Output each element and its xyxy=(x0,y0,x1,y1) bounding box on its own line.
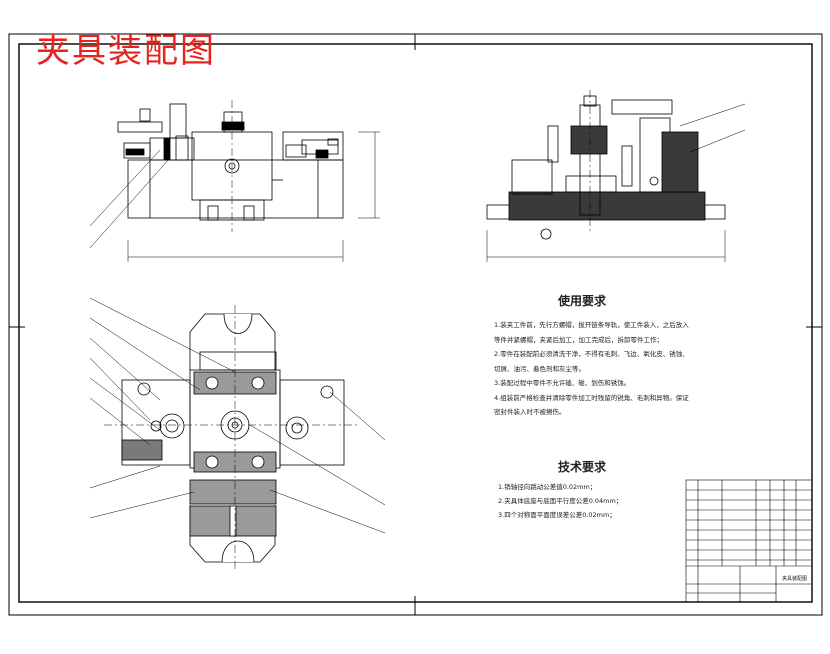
usage-item: 2.零件在装配前必须清洗干净，不得有毛刺、飞边、氧化皮、锈蚀、切屑、油污、着色剂… xyxy=(494,350,689,373)
parts-list xyxy=(685,479,813,603)
top-view xyxy=(89,297,386,570)
usage-heading: 使用要求 xyxy=(558,294,607,308)
drawing-title: 夹具装配图 xyxy=(36,31,216,71)
tech-list: 1.销轴径向跳动公差值0.02mm； 2.夹具体底座与底面平行度公差0.04mm… xyxy=(498,480,698,522)
usage-item: 4.组装前严格检查并清除零件加工时残留的锐角、毛刺和异物。保证密封件装入时不被擦… xyxy=(494,393,689,417)
section-view xyxy=(486,90,746,262)
tech-heading: 技术要求 xyxy=(558,460,607,474)
tech-item: 1.销轴径向跳动公差值0.02mm； xyxy=(498,483,597,491)
tech-item: 2.夹具体底座与底面平行度公差0.04mm； xyxy=(498,497,623,505)
centering-marks xyxy=(9,34,822,615)
title-block-name: 夹具装配图 xyxy=(782,576,808,582)
front-view xyxy=(89,100,380,262)
usage-item: 1.装夹工件前，先行方螺帽，拔开链条导轨，使工件装入，之后放入等件并紧螺帽，夹紧… xyxy=(494,321,689,344)
outer-frame xyxy=(8,33,823,616)
usage-list: 1.装夹工件前，先行方螺帽，拔开链条导轨，使工件装入，之后放入等件并紧螺帽，夹紧… xyxy=(494,318,694,420)
usage-item: 3.装配过程中零件不允许磕、碰、划伤和锈蚀。 xyxy=(494,379,631,387)
tech-item: 3.四个对称面平面度误差公差0.02mm； xyxy=(498,511,616,519)
